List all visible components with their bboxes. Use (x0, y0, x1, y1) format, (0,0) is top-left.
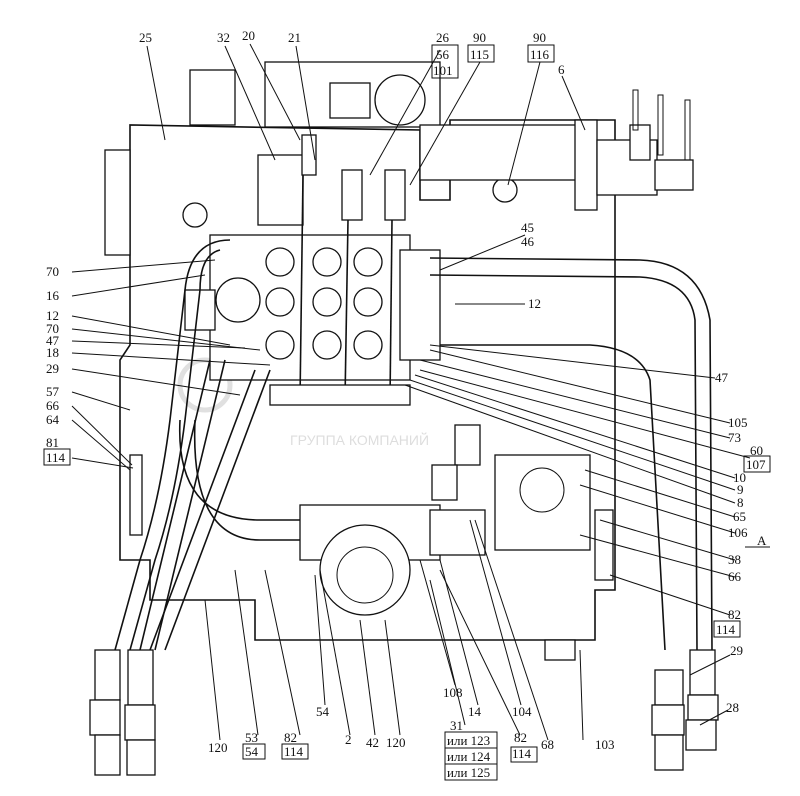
callout: 65 (733, 509, 746, 524)
callout: 114 (46, 450, 66, 465)
callout: 12 (46, 308, 59, 323)
callout: 42 (366, 735, 379, 750)
callout: 14 (468, 704, 482, 719)
leader-lines (71, 43, 751, 741)
callout: 103 (595, 737, 615, 752)
callout-boxes (43, 44, 771, 781)
callout: 120 (208, 740, 228, 755)
callout: 54 (316, 704, 330, 719)
gearbox-housing (104, 61, 616, 641)
callout: 8 (737, 495, 744, 510)
callout: 9 (737, 482, 744, 497)
pump-assembly (129, 424, 614, 661)
callout: 10 (733, 470, 746, 485)
callout: 2 (345, 732, 352, 747)
callout: 120 (386, 735, 406, 750)
callout: 107 (746, 457, 766, 472)
callout: 104 (512, 704, 532, 719)
callout: 114 (284, 744, 304, 759)
callout: 46 (521, 234, 535, 249)
callouts-left: 70 16 12 70 47 18 29 57 66 64 81 114 (46, 264, 66, 465)
callout: 114 (716, 622, 736, 637)
callout: 56 (436, 47, 450, 62)
callout: 115 (470, 47, 489, 62)
hydraulic-hoses (114, 239, 713, 651)
callout: 105 (728, 415, 748, 430)
callouts-top: 25 32 20 21 26 56 101 90 115 90 116 6 (139, 28, 565, 78)
callouts-right: 45 46 12 47 105 73 60 107 10 9 8 65 106 … (521, 220, 767, 715)
callout: 82 (284, 730, 297, 745)
callout: 32 (217, 30, 230, 45)
callout: 29 (730, 643, 743, 658)
callout: 66 (46, 398, 60, 413)
callout: или 124 (447, 749, 491, 764)
callout: 45 (521, 220, 534, 235)
callout: 114 (512, 746, 532, 761)
callout: 38 (728, 552, 741, 567)
callout: 12 (528, 296, 541, 311)
callout: 70 (46, 264, 59, 279)
callout: 53 (245, 730, 258, 745)
callout: 60 (750, 443, 763, 458)
callout: 82 (728, 607, 741, 622)
callout: 73 (728, 430, 741, 445)
callout: или 123 (447, 733, 490, 748)
callout: 90 (533, 30, 546, 45)
section-marker: A (757, 533, 767, 548)
callout: 21 (288, 30, 301, 45)
callout: 16 (46, 288, 60, 303)
callout: 25 (139, 30, 152, 45)
callout: 28 (726, 700, 739, 715)
control-valve-block (184, 134, 441, 406)
callout: 20 (242, 28, 255, 43)
callout: 106 (728, 525, 748, 540)
callout: 116 (530, 47, 550, 62)
callout: 66 (728, 569, 742, 584)
callout: 18 (46, 345, 59, 360)
callout: 31 (450, 718, 463, 733)
callout: 64 (46, 412, 60, 427)
callout: 81 (46, 435, 59, 450)
callout: 29 (46, 361, 59, 376)
callout: 90 (473, 30, 486, 45)
callout: или 125 (447, 765, 490, 780)
callout: 82 (514, 730, 527, 745)
watermark: ГРУППА КОМПАНИЙ (177, 357, 429, 448)
callout: 54 (245, 744, 259, 759)
callout: 26 (436, 30, 450, 45)
callout: 6 (558, 62, 565, 77)
callout: 68 (541, 737, 554, 752)
callout: 101 (433, 63, 453, 78)
callout: 47 (715, 370, 729, 385)
callout: 47 (46, 333, 60, 348)
hydraulic-cylinder (419, 89, 694, 211)
callouts-bottom: 120 53 54 82 114 54 2 42 120 31 или 123 … (208, 685, 615, 780)
callout: 70 (46, 321, 59, 336)
hose-fittings (89, 649, 719, 776)
svg-text:ГРУППА КОМПАНИЙ: ГРУППА КОМПАНИЙ (290, 431, 429, 448)
callout: 108 (443, 685, 463, 700)
callout: 57 (46, 384, 60, 399)
